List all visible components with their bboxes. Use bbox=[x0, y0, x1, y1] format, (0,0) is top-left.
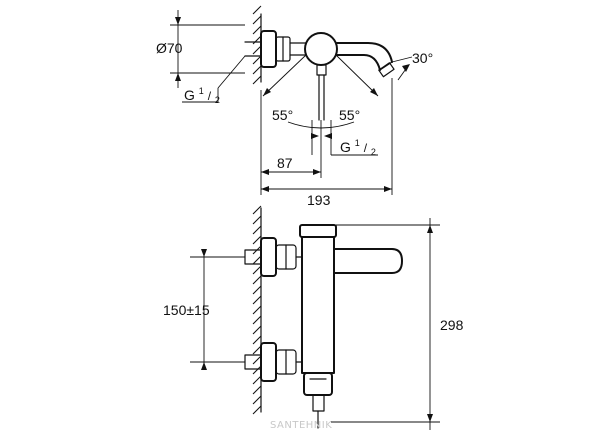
dim-diameter-label: Ø70 bbox=[156, 40, 183, 56]
top-body-circle bbox=[304, 32, 338, 66]
front-upper-rosette bbox=[260, 237, 277, 277]
front-body bbox=[301, 236, 335, 374]
front-wall bbox=[252, 205, 262, 415]
front-lever bbox=[333, 248, 403, 274]
front-outlet bbox=[312, 394, 325, 412]
watermark: SANTEHNIK bbox=[270, 420, 332, 431]
front-body-top-cap bbox=[299, 224, 337, 238]
angle-right-label: 55° bbox=[339, 107, 360, 123]
angle-left-label: 55° bbox=[272, 107, 293, 123]
top-spout bbox=[336, 42, 393, 71]
top-spout-tip bbox=[378, 62, 395, 78]
dim-centers-label: 150±15 bbox=[163, 302, 210, 318]
front-upper-pipe bbox=[244, 249, 262, 265]
dim-193-label: 193 bbox=[307, 192, 331, 208]
dim-87-label: 87 bbox=[277, 155, 293, 171]
front-lower-pipe bbox=[244, 354, 262, 370]
top-rosette bbox=[260, 30, 277, 68]
angle-spout-label: 30° bbox=[412, 50, 433, 66]
front-lower-rosette bbox=[260, 342, 277, 382]
front-view: 150±15 298 bbox=[163, 205, 464, 430]
thread-bottom-label: G 1 / 2 bbox=[340, 133, 376, 157]
thread-left-label: G 1 / 2 bbox=[184, 81, 220, 105]
dim-height-label: 298 bbox=[440, 317, 464, 333]
front-diverter bbox=[303, 372, 333, 396]
top-view: Ø70 G 1 / 2 55° 55° 30° G 1 / 2 bbox=[156, 5, 433, 208]
top-stem bbox=[316, 64, 327, 76]
top-wall bbox=[244, 5, 262, 85]
